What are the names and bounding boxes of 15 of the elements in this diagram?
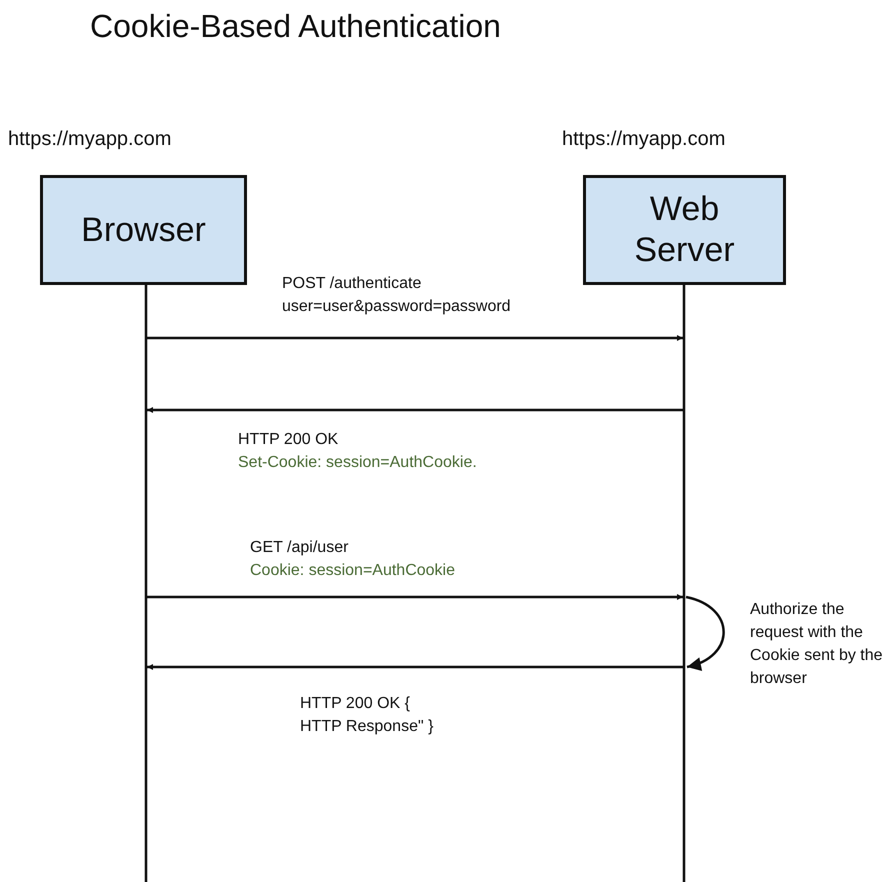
note-text: Authorize the request with the Cookie sent by the browser [750, 600, 884, 689]
header-text: Set-Cookie: session=AuthCookie. [238, 453, 477, 473]
url-label: https://myapp.com [562, 128, 726, 151]
edge-label: POST /authenticate user=user&password=password [282, 274, 512, 317]
edge-label: GET /api/user [250, 538, 350, 558]
message-arrow [147, 664, 683, 670]
self-message-arrow [686, 596, 725, 670]
message-arrow [147, 594, 683, 600]
message-arrow [147, 335, 683, 341]
message-arrow [147, 407, 683, 413]
header-text: Cookie: session=AuthCookie [250, 561, 456, 581]
edge-label: HTTP 200 OK [238, 430, 340, 450]
edge-label: HTTP 200 OK { HTTP Response" } [300, 694, 434, 737]
url-label: https://myapp.com [8, 128, 172, 151]
diagram-title: Cookie-Based Authentication [90, 8, 501, 45]
